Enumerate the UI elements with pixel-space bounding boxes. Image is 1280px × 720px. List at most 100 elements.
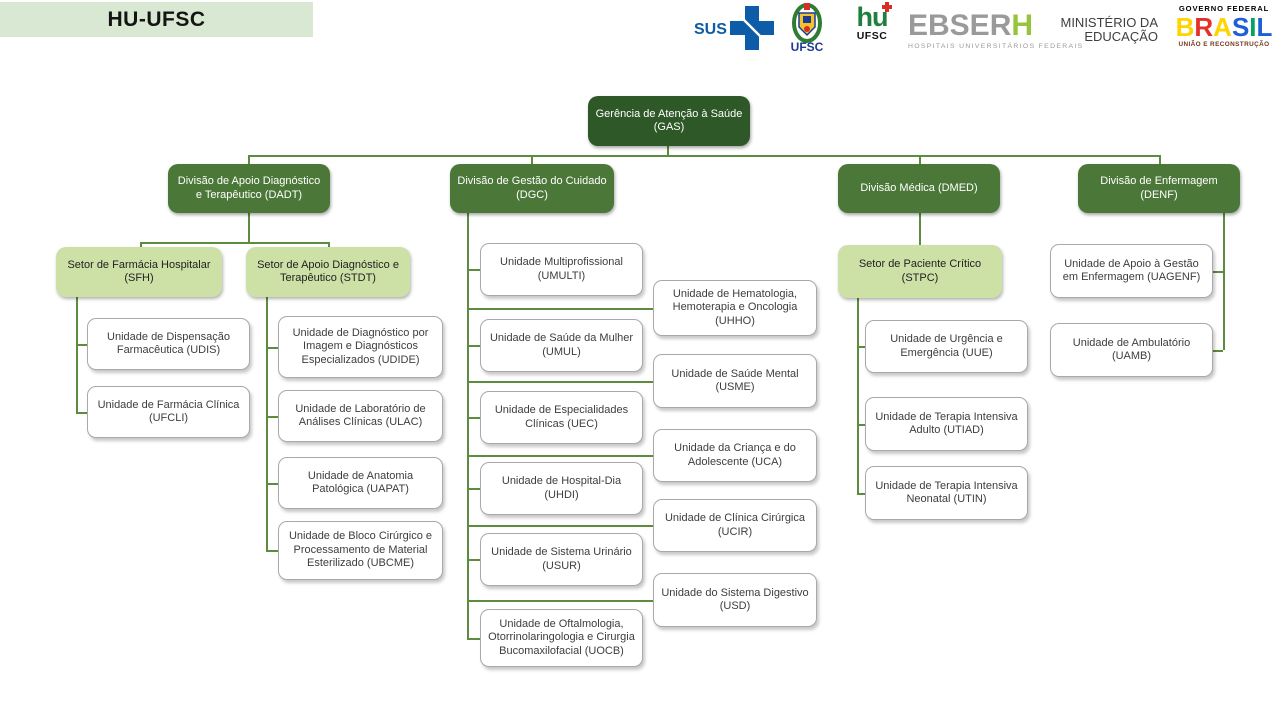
- node-umulti: Unidade Multiprofissional (UMULTI): [480, 243, 643, 296]
- connector: [467, 525, 653, 527]
- node-utin: Unidade de Terapia Intensiva Neonatal (U…: [865, 466, 1028, 520]
- node-label: Unidade de Clínica Cirúrgica (UCIR): [664, 512, 805, 538]
- node-label: Unidade do Sistema Digestivo (USD): [661, 586, 809, 612]
- node-usd: Unidade do Sistema Digestivo (USD): [653, 573, 817, 627]
- connector: [266, 483, 278, 485]
- node-label: Unidade de Oftalmologia, Otorrinolaringo…: [488, 617, 635, 657]
- connector: [919, 155, 921, 164]
- node-uec: Unidade de Especialidades Clínicas (UEC): [480, 391, 643, 444]
- node-label: Unidade de Hematologia, Hemoterapia e On…: [672, 287, 798, 327]
- node-label: Divisão Médica (DMED): [860, 181, 978, 194]
- connector: [531, 155, 533, 164]
- node-usur: Unidade de Sistema Urinário (USUR): [480, 533, 643, 586]
- connector: [467, 381, 653, 383]
- sus-cross-icon: [730, 6, 774, 50]
- connector: [266, 416, 278, 418]
- connector: [266, 296, 268, 550]
- ebserh-logo: EBSERH HOSPITAIS UNIVERSITÁRIOS FEDERAIS: [908, 9, 1084, 51]
- node-label: Unidade de Sistema Urinário (USUR): [491, 546, 632, 572]
- node-sfh: Setor de Farmácia Hospitalar (SFH): [56, 247, 222, 297]
- mec-logo: MINISTÉRIO DA EDUCAÇÃO: [1058, 16, 1158, 43]
- node-label: Unidade Multiprofissional (UMULTI): [500, 256, 623, 282]
- node-label: Unidade da Criança e do Adolescente (UCA…: [674, 442, 796, 468]
- connector: [857, 298, 859, 493]
- connector: [467, 345, 480, 347]
- node-label: Setor de Paciente Crítico (STPC): [858, 258, 982, 284]
- ebserh-subtitle: HOSPITAIS UNIVERSITÁRIOS FEDERAIS: [908, 43, 1084, 50]
- hu-logo-caption: UFSC: [856, 30, 888, 42]
- node-denf: Divisão de Enfermagem (DENF): [1078, 164, 1240, 213]
- node-label: Divisão de Gestão do Cuidado (DGC): [457, 175, 607, 201]
- node-ucir: Unidade de Clínica Cirúrgica (UCIR): [653, 499, 817, 552]
- node-udide: Unidade de Diagnóstico por Imagem e Diag…: [278, 316, 443, 378]
- node-label: Unidade de Diagnóstico por Imagem e Diag…: [292, 326, 429, 366]
- connector: [248, 155, 1160, 157]
- connector: [467, 600, 653, 602]
- node-label: Gerência de Atenção à Saúde (GAS): [595, 107, 743, 133]
- node-uagenf: Unidade de Apoio à Gestão em Enfermagem …: [1050, 244, 1213, 298]
- connector: [919, 213, 921, 246]
- hu-red-cross-icon: [881, 2, 892, 12]
- node-udis: Unidade de Dispensação Farmacêutica (UDI…: [87, 318, 250, 370]
- connector: [467, 455, 653, 457]
- node-label: Setor de Farmácia Hospitalar (SFH): [67, 258, 211, 284]
- connector: [467, 269, 480, 271]
- node-dmed: Divisão Médica (DMED): [838, 164, 1000, 213]
- connector: [248, 155, 250, 164]
- connector: [667, 146, 669, 155]
- connector: [328, 242, 330, 247]
- connector: [266, 550, 278, 552]
- connector: [467, 559, 480, 561]
- connector: [76, 344, 87, 346]
- connector: [1213, 271, 1223, 273]
- brasil-logo-text: BRASIL: [1175, 12, 1273, 42]
- node-gas: Gerência de Atenção à Saúde (GAS): [588, 96, 750, 146]
- node-label: Divisão de Enfermagem (DENF): [1100, 175, 1218, 201]
- connector: [467, 308, 653, 310]
- node-uapat: Unidade de Anatomia Patológica (UAPAT): [278, 457, 443, 509]
- connector: [140, 242, 328, 244]
- node-label: Unidade de Farmácia Clínica (UFCLI): [97, 398, 240, 424]
- node-uca: Unidade da Criança e do Adolescente (UCA…: [653, 429, 817, 482]
- node-label: Unidade de Urgência e Emergência (UUE): [890, 333, 1003, 359]
- node-utiad: Unidade de Terapia Intensiva Adulto (UTI…: [865, 397, 1028, 451]
- connector: [467, 488, 480, 490]
- node-label: Unidade de Bloco Cirúrgico e Processamen…: [288, 530, 433, 570]
- connector: [467, 638, 480, 640]
- node-label: Unidade de Saúde Mental (USME): [671, 367, 799, 393]
- node-label: Unidade de Especialidades Clínicas (UEC): [494, 404, 629, 430]
- ebserh-logo-text: EBSER: [908, 9, 1012, 42]
- ebserh-logo-h: H: [1011, 9, 1034, 42]
- page-title: HU-UFSC: [107, 7, 206, 31]
- node-umul: Unidade de Saúde da Mulher (UMUL): [480, 319, 643, 372]
- connector: [467, 417, 480, 419]
- connector: [1213, 350, 1223, 352]
- sus-logo-text: SUS: [694, 21, 727, 38]
- node-stpc: Setor de Paciente Crítico (STPC): [838, 245, 1002, 298]
- gov-bottom-text: UNIÃO E RECONSTRUÇÃO: [1178, 41, 1270, 48]
- node-label: Unidade de Ambulatório (UAMB): [1072, 336, 1191, 362]
- node-ulac: Unidade de Laboratório de Análises Clíni…: [278, 390, 443, 442]
- node-label: Unidade de Laboratório de Análises Clíni…: [295, 402, 426, 428]
- node-label: Unidade de Dispensação Farmacêutica (UDI…: [107, 330, 230, 356]
- connector: [76, 412, 87, 414]
- node-label: Unidade de Saúde da Mulher (UMUL): [489, 332, 634, 358]
- node-dadt: Divisão de Apoio Diagnóstico e Terapêuti…: [168, 164, 330, 213]
- node-uocb: Unidade de Oftalmologia, Otorrinolaringo…: [480, 609, 643, 667]
- gov-top-text: GOVERNO FEDERAL: [1178, 4, 1270, 13]
- mec-line1: MINISTÉRIO DA: [1060, 15, 1158, 30]
- governo-federal-logo: GOVERNO FEDERAL BRASIL UNIÃO E RECONSTRU…: [1172, 4, 1276, 48]
- connector: [76, 296, 78, 412]
- connector: [467, 213, 469, 638]
- ufsc-seal-caption: UFSC: [790, 40, 824, 54]
- connector: [857, 493, 865, 495]
- connector: [248, 213, 250, 242]
- connector: [857, 346, 865, 348]
- node-label: Divisão de Apoio Diagnóstico e Terapêuti…: [177, 175, 321, 201]
- header-bar: HU-UFSC: [0, 2, 313, 37]
- ufsc-seal-icon: [792, 3, 822, 43]
- node-usme: Unidade de Saúde Mental (USME): [653, 354, 817, 408]
- connector: [1223, 213, 1225, 350]
- node-dgc: Divisão de Gestão do Cuidado (DGC): [450, 164, 614, 213]
